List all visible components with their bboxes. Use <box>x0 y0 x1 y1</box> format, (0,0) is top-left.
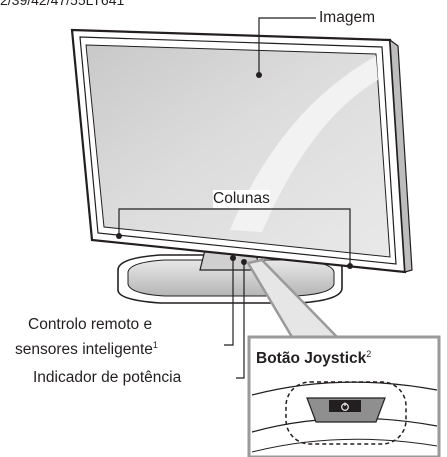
tv-screen <box>85 44 391 258</box>
remote-sensors-footnote: 1 <box>152 340 158 350</box>
power-indicator-label: Indicador de potência <box>33 369 182 387</box>
joystick-inset <box>247 335 441 457</box>
joystick-highlight <box>285 381 407 445</box>
model-code: 2/39/42/47/55LT641 <box>0 0 125 8</box>
sensor-power-callouts <box>224 255 247 379</box>
joystick-footnote: 2 <box>366 349 372 359</box>
tv-frame <box>70 28 413 274</box>
remote-sensors-label-line2: sensores inteligente1 <box>15 336 158 359</box>
image-callout <box>256 17 316 78</box>
image-label: Imagem <box>319 9 375 27</box>
remote-sensors-label-line1: Controlo remoto e <box>28 316 153 334</box>
joystick-title: Botão Joystick2 <box>256 349 372 367</box>
speakers-label: Colunas <box>213 190 270 208</box>
speakers-callout <box>116 208 353 269</box>
